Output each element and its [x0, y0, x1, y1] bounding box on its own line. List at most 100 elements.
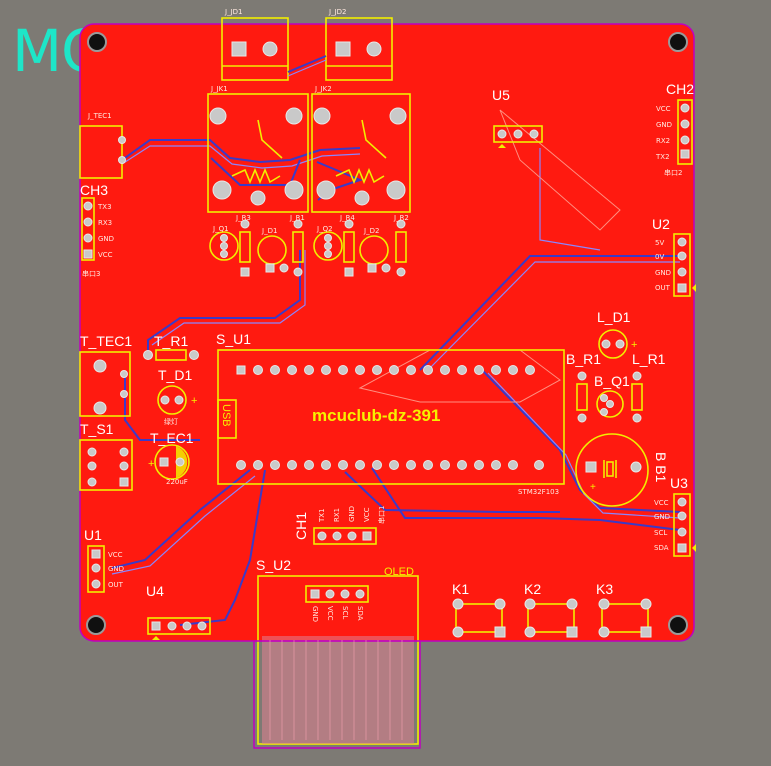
relay-drivers[interactable]: J_R3 J_R1 J_R4 J_R2 J_Q1 J_D1 J_Q2 J_D2 [209, 214, 409, 277]
u2-pin-3: GND [655, 269, 671, 277]
ch1-sub: 串口1 [378, 506, 386, 524]
ch2-pin-2: GND [656, 121, 672, 129]
oled-label: OLED [384, 566, 414, 578]
b-r1[interactable]: B_R1 [566, 351, 601, 423]
u1-pin-3: OUT [108, 581, 124, 589]
u5-header[interactable]: U5 [492, 87, 543, 148]
ch2-label: CH2 [666, 81, 694, 97]
s-u1-mcu[interactable]: S_U1 USB mcuclub-dz-391 STM32F103 [216, 331, 565, 496]
k1-label: K1 [452, 581, 469, 597]
u2-pin-2: 0V [655, 253, 664, 261]
ch3-pin-3: GND [98, 235, 114, 243]
oled-pin-2: VCC [326, 606, 334, 621]
t-d1[interactable]: T_D1 + 绿灯 [157, 367, 197, 426]
mcu-bottom-pins [236, 460, 544, 470]
ch1-label: CH1 [293, 512, 309, 540]
ch2-pin-1: VCC [656, 105, 671, 113]
j-d2-label: J_D2 [363, 227, 379, 235]
oled-pin-4: SDA [356, 606, 364, 621]
u2-pin-4: OUT [655, 284, 671, 292]
key-k2[interactable]: K2 [524, 581, 578, 638]
u3-label: U3 [670, 475, 688, 491]
relay-jk2[interactable]: J_JK2 [311, 85, 411, 213]
b-q1[interactable]: B_Q1 [594, 373, 630, 418]
j-jd2-label: J_JD2 [328, 8, 346, 16]
ch3-sub: 串口3 [82, 270, 100, 278]
ch2-pin-3: RX2 [656, 137, 670, 145]
ch3-label: CH3 [80, 182, 108, 198]
ch2-pin-4: TX2 [655, 153, 670, 161]
svg-text:+: + [191, 395, 197, 407]
u1-pin-1: VCC [108, 551, 123, 559]
j-q1-label: J_Q1 [212, 225, 229, 233]
oled-flex-area [262, 636, 414, 744]
t-s1-label: T_S1 [80, 421, 114, 437]
u2-pin-1: 5V [655, 239, 664, 247]
mount-hole-tr [668, 32, 688, 52]
j-r3-label: J_R3 [235, 214, 251, 222]
u2-label: U2 [652, 216, 670, 232]
main-board-label: mcuclub-dz-391 [312, 406, 440, 425]
t-r1-label: T_R1 [154, 333, 188, 349]
ch3-header[interactable]: CH3 TX3 RX3 GND VCC 串口3 [80, 182, 114, 278]
t-ec1[interactable]: T_EC1 + 220uF [148, 430, 194, 486]
relay-jk1[interactable]: J_JK1 [207, 85, 309, 213]
svg-text:+: + [148, 458, 154, 470]
ch2-sub: 串口2 [664, 169, 682, 177]
u1-header[interactable]: U1 VCC GND OUT [84, 527, 124, 593]
u5-label: U5 [492, 87, 510, 103]
u4-header[interactable]: U4 [146, 583, 211, 640]
t-d1-text: 绿灯 [164, 417, 178, 426]
u1-label: U1 [84, 527, 102, 543]
u3-header[interactable]: U3 VCC GND SCL SDA [654, 475, 696, 557]
key-k1[interactable]: K1 [452, 581, 506, 638]
j-tec1-connector[interactable]: J_TEC1 [79, 112, 126, 179]
t-r1[interactable]: T_R1 [143, 333, 199, 361]
l-r1-label: L_R1 [632, 351, 666, 367]
k3-label: K3 [596, 581, 613, 597]
j-r4-label: J_R4 [339, 214, 355, 222]
t-s1[interactable]: T_S1 [79, 421, 133, 491]
s-u2-oled[interactable]: S_U2 OLED GND VCC SCL SDA [256, 557, 414, 622]
s-u1-label: S_U1 [216, 331, 251, 347]
u3-pin-1: VCC [654, 499, 669, 507]
u3-pin-3: SCL [654, 529, 667, 537]
l-d1-label: L_D1 [597, 309, 631, 325]
mcu-top-pins [236, 365, 535, 375]
l-r1[interactable]: L_R1 [631, 351, 666, 423]
t-d1-label: T_D1 [158, 367, 192, 383]
ch3-pin-2: RX3 [98, 219, 112, 227]
ch1-header[interactable]: CH1 TX1 RX1 GND VCC 串口1 [293, 506, 386, 545]
t-tec1[interactable]: T_TEC1 [79, 333, 132, 417]
u1-pin-2: GND [108, 565, 124, 573]
svg-text:+: + [590, 482, 596, 493]
s-u2-label: S_U2 [256, 557, 291, 573]
k2-label: K2 [524, 581, 541, 597]
l-d1[interactable]: L_D1 + [597, 309, 637, 359]
ch1-pin-4: VCC [363, 507, 371, 522]
j-d1-label: J_D1 [261, 227, 277, 235]
b-q1-label: B_Q1 [594, 373, 630, 389]
oled-board-edge [253, 640, 421, 749]
j-r2-label: J_R2 [393, 214, 409, 222]
u4-label: U4 [146, 583, 164, 599]
u2-header[interactable]: U2 5V 0V GND OUT [652, 216, 696, 297]
svg-text:+: + [631, 339, 637, 351]
relay-jd1[interactable]: J_JD1 [221, 8, 289, 81]
mount-hole-tl [87, 32, 107, 52]
ch3-pin-1: TX3 [97, 203, 112, 211]
u3-pin-4: SDA [654, 544, 669, 552]
j-jk1-label: J_JK1 [210, 85, 228, 93]
key-k3[interactable]: K3 [596, 581, 652, 638]
b-b1-buzzer[interactable]: + B B1 [575, 433, 669, 507]
usb-label: USB [220, 404, 232, 427]
oled-pin-3: SCL [341, 606, 349, 619]
ch1-pin-1: TX1 [318, 508, 326, 523]
mcu-code-label: STM32F103 [518, 488, 559, 496]
ch2-header[interactable]: CH2 VCC GND RX2 TX2 串口2 [655, 81, 694, 177]
mount-hole-br [668, 615, 688, 635]
j-tec1-label: J_TEC1 [87, 112, 112, 120]
traces [111, 139, 681, 626]
relay-jd2[interactable]: J_JD2 [325, 8, 393, 81]
